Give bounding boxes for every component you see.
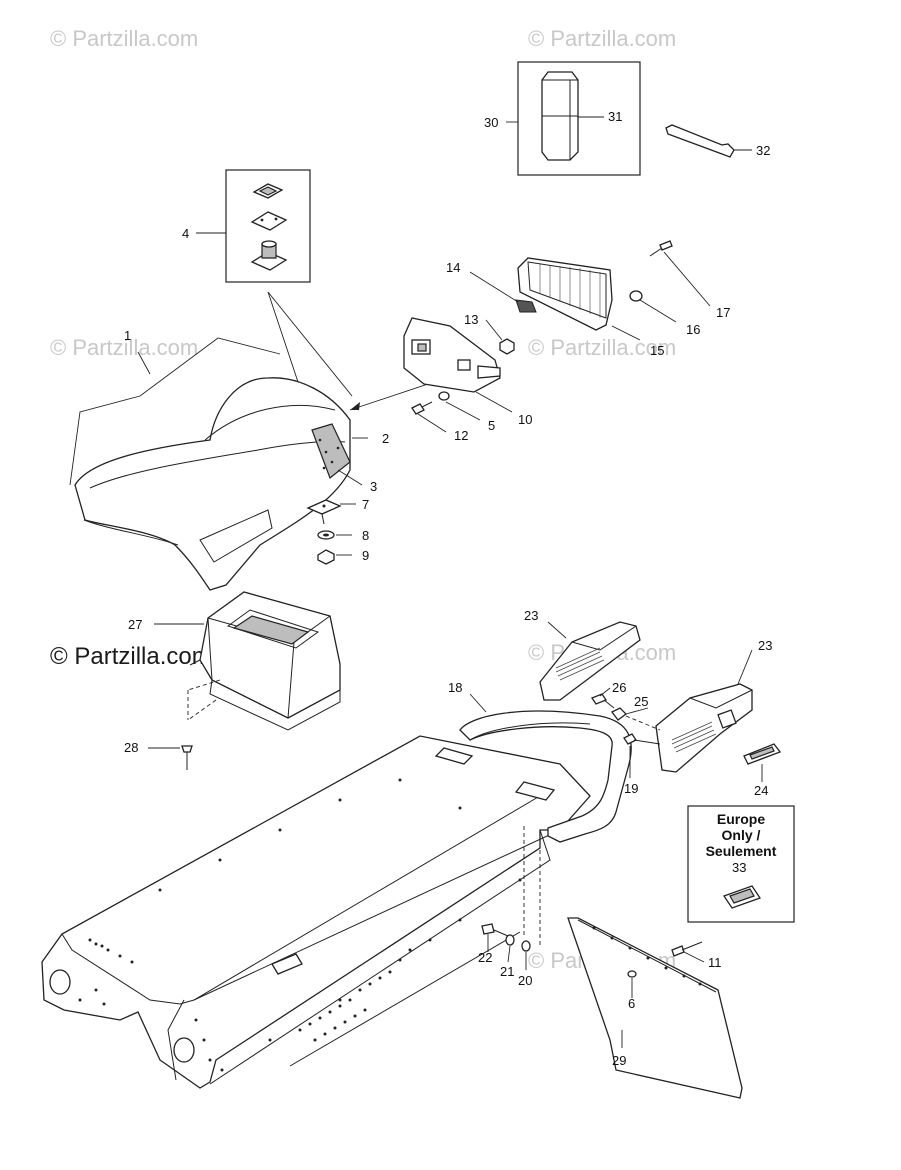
watermark: © Partzilla.com: [528, 26, 676, 51]
europe-line-3: Seulement: [706, 843, 777, 859]
callout-4: 4: [182, 226, 189, 241]
callout-14: 14: [446, 260, 460, 275]
callout-33: 33: [732, 860, 746, 875]
callout-17: 17: [716, 305, 730, 320]
callout-5: 5: [488, 418, 495, 433]
callout-19: 19: [624, 781, 638, 796]
callout-32: 32: [756, 143, 770, 158]
callout-20: 20: [518, 973, 532, 988]
fastener-25-26: [591, 687, 661, 778]
taillight-assembly: [403, 240, 711, 433]
seat-assembly: [69, 337, 441, 591]
callout-25: 25: [634, 694, 648, 709]
callout-13: 13: [464, 312, 478, 327]
rivet-28: [148, 745, 193, 770]
europe-box: Europe Only / Seulement: [687, 805, 795, 923]
fastener-stack-7-8-9: [306, 499, 356, 565]
callout-8: 8: [362, 528, 369, 543]
watermark: © Partzilla.com: [528, 335, 676, 360]
grab-bar-18: [459, 693, 632, 948]
mud-flap-29: [567, 917, 743, 1099]
callout-26: 26: [612, 680, 626, 695]
callout-10: 10: [518, 412, 532, 427]
callout-7: 7: [362, 497, 369, 512]
kit-box-30: [506, 61, 641, 176]
side-handle-23-left: [539, 621, 641, 701]
foam-block-icon: [541, 71, 579, 161]
callout-16: 16: [686, 322, 700, 337]
callout-28: 28: [124, 740, 138, 755]
callout-12: 12: [454, 428, 468, 443]
callout-18: 18: [448, 680, 462, 695]
rivet-holes: [78, 778, 522, 1072]
storage-box-27: [154, 591, 341, 731]
reflector-24: [743, 743, 782, 782]
kit-box-4: [196, 169, 353, 397]
callout-15: 15: [650, 343, 664, 358]
callout-1: 1: [124, 328, 131, 343]
callout-31: 31: [608, 109, 622, 124]
callout-27: 27: [128, 617, 142, 632]
callout-3: 3: [370, 479, 377, 494]
watermark: © Partzilla.com: [50, 335, 198, 360]
callout-23-right: 23: [758, 638, 772, 653]
callout-30: 30: [484, 115, 498, 130]
callout-23-left: 23: [524, 608, 538, 623]
callout-22: 22: [478, 950, 492, 965]
callout-9: 9: [362, 548, 369, 563]
callout-2: 2: [382, 431, 389, 446]
side-handle-23-right: [655, 649, 753, 773]
watermark: © Partzilla.com: [50, 26, 198, 51]
wrench-icon: [665, 124, 752, 158]
europe-line-2: Only /: [722, 827, 761, 843]
europe-line-1: Europe: [717, 811, 765, 827]
callout-29: 29: [612, 1053, 626, 1068]
tunnel-frame: [41, 735, 591, 1089]
rivet-11: [671, 941, 705, 963]
callout-24: 24: [754, 783, 768, 798]
fastener-20-21-22: [481, 923, 531, 970]
callout-21: 21: [500, 964, 514, 979]
callout-labels: 1 2 3 4 5 6 7 8 9 10 11 12 13 14 15 16 1…: [124, 109, 772, 1068]
watermark-dark: © Partzilla.com: [50, 643, 212, 670]
callout-6: 6: [628, 996, 635, 1011]
callout-11: 11: [708, 955, 722, 970]
